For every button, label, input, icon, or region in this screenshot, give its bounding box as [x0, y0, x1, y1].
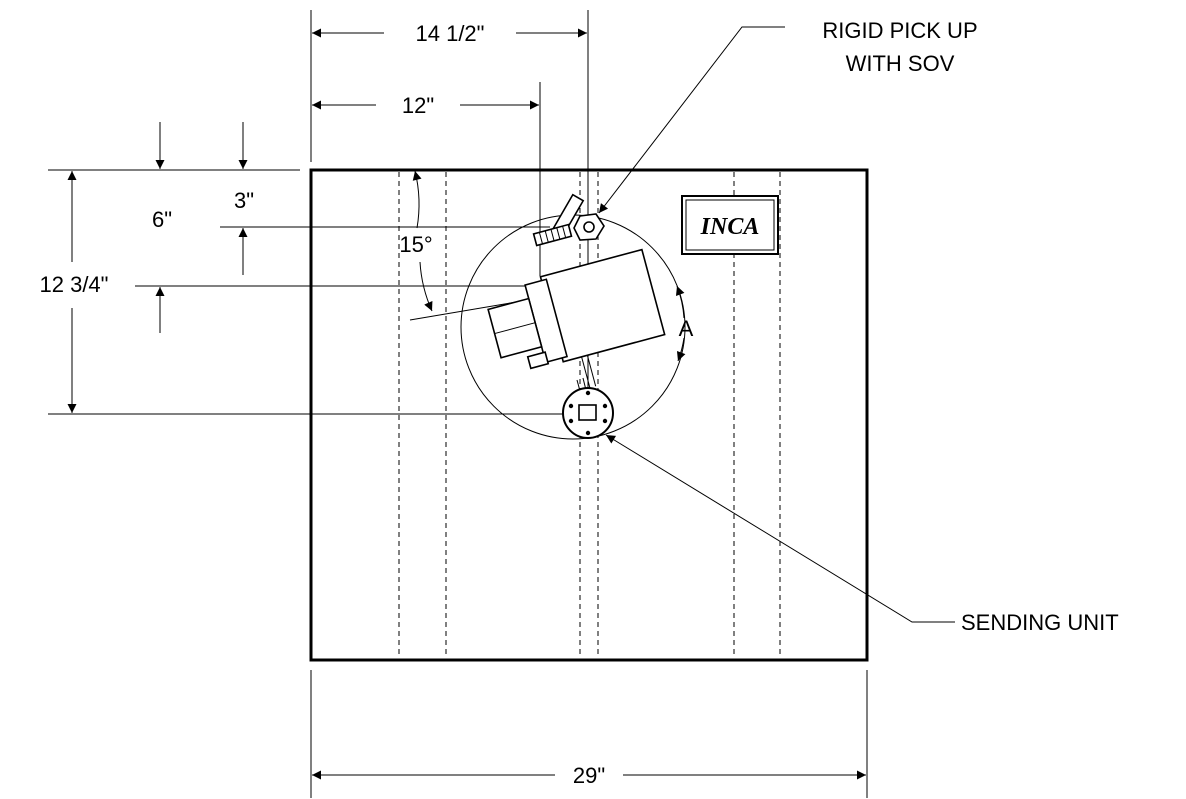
angle-label: 15°	[399, 232, 432, 257]
dimension-6-label: 6"	[152, 207, 172, 232]
dimension-29: 29"	[312, 763, 866, 788]
rotation-arrow: A	[675, 285, 694, 362]
sending-unit-callout: SENDING UNIT	[605, 434, 1119, 635]
rotation-label: A	[679, 316, 694, 341]
dimension-14-5: 14 1/2"	[312, 21, 587, 46]
dimension-12-75: 12 3/4"	[40, 171, 109, 413]
dimension-12-label: 12"	[402, 93, 434, 118]
logo-text: INCA	[700, 214, 760, 240]
dimension-12-75-label: 12 3/4"	[40, 272, 109, 297]
angle-dimension: 15°	[399, 170, 541, 321]
dimension-12: 12"	[312, 93, 539, 118]
pickup-label-line1: RIGID PICK UP	[822, 18, 977, 43]
gauge-head	[487, 248, 666, 388]
pickup-label-line2: WITH SOV	[846, 51, 955, 76]
pickup-callout: RIGID PICK UP WITH SOV	[598, 18, 978, 214]
tank-outline	[309, 168, 869, 662]
dimension-3-label: 3"	[234, 188, 254, 213]
extension-lines	[48, 10, 868, 798]
dimension-6: 6"	[152, 122, 172, 333]
dimension-29-label: 29"	[573, 763, 605, 788]
rigid-pickup	[532, 193, 605, 247]
dimension-3: 3"	[234, 122, 254, 275]
inca-logo: INCA	[681, 195, 779, 255]
sending-unit-flange	[562, 387, 614, 439]
dimension-14-5-label: 14 1/2"	[416, 21, 485, 46]
sending-unit-label: SENDING UNIT	[961, 610, 1119, 635]
